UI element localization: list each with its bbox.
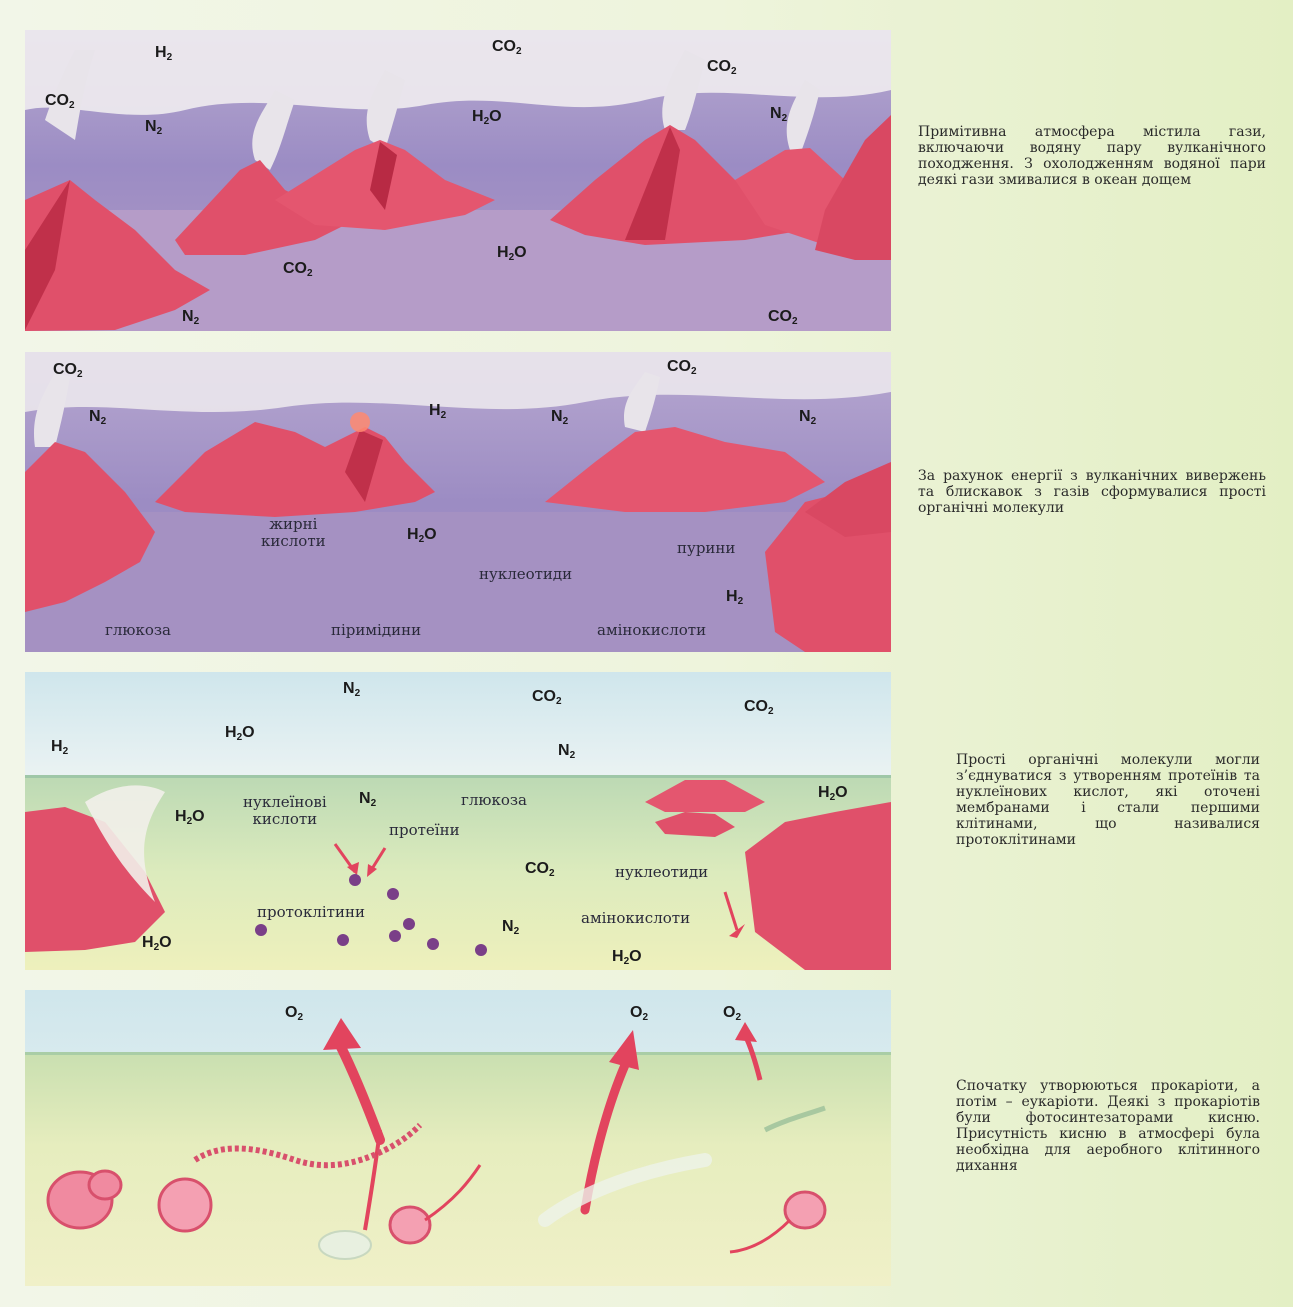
- gas-label-n2: N2: [770, 105, 787, 124]
- gas-label-o2: O2: [285, 1004, 303, 1023]
- gas-label-h2o: H2O: [175, 808, 205, 827]
- panel-organic-molecules: CO2 CO2 N2 H2 N2 N2 H2O H2 жирні кислоти…: [25, 352, 891, 652]
- molecule-label-nucleic-acids: нуклеїнові кислоти: [243, 794, 327, 828]
- gas-label-o2: O2: [630, 1004, 648, 1023]
- gas-label-h2o: H2O: [818, 784, 848, 803]
- gas-label-co2: CO2: [744, 698, 774, 717]
- gas-label-h2o: H2O: [612, 948, 642, 967]
- gas-label-h2o: H2O: [472, 108, 502, 127]
- gas-label-n2: N2: [182, 308, 199, 327]
- cells-oxygen-scene-illustration: [25, 990, 891, 1286]
- gas-label-co2: CO2: [492, 38, 522, 57]
- gas-label-h2o: H2O: [407, 526, 437, 545]
- molecule-label-glucose: глюкоза: [461, 792, 527, 809]
- panel-prokaryotes-eukaryotes: O2 O2 O2: [25, 990, 891, 1286]
- gas-label-co2: CO2: [532, 688, 562, 707]
- molecule-label-pyrimidines: піримідини: [331, 622, 421, 639]
- caption-primitive-atmosphere: Примітивна атмосфера містила гази, включ…: [918, 124, 1266, 188]
- gas-label-h2o: H2O: [497, 244, 527, 263]
- gas-label-h2o: H2O: [142, 934, 172, 953]
- gas-label-h2: H2: [51, 738, 68, 757]
- gas-label-n2: N2: [145, 118, 162, 137]
- gas-label-n2: N2: [551, 408, 568, 427]
- gas-label-co2: CO2: [707, 58, 737, 77]
- gas-label-h2: H2: [726, 588, 743, 607]
- gas-label-h2: H2: [155, 44, 172, 63]
- caption-protocells: Прості органічні молекули могли з’єднува…: [956, 752, 1260, 848]
- molecule-label-glucose: глюкоза: [105, 622, 171, 639]
- gas-label-h2o: H2O: [225, 724, 255, 743]
- panel-primitive-atmosphere: H2 CO2 CO2 N2 H2O CO2 N2 H2O CO2 N2 CO2: [25, 30, 891, 331]
- panel-protocells: N2 CO2 CO2 H2 H2O N2 H2O N2 H2O CO2 N2 H…: [25, 672, 891, 970]
- molecule-label-nucleotides: нуклеотиди: [479, 566, 572, 583]
- gas-label-o2: O2: [723, 1004, 741, 1023]
- caption-organic-molecules: За рахунок енергії з вулканічних виверже…: [918, 468, 1266, 516]
- molecule-label-amino-acids: амінокислоти: [597, 622, 706, 639]
- caption-prokaryotes-eukaryotes: Спочатку утворюються прокаріоти, а потім…: [956, 1078, 1260, 1174]
- gas-label-co2: CO2: [667, 358, 697, 377]
- volcano-scene-illustration: [25, 30, 891, 331]
- gas-label-co2: CO2: [525, 860, 555, 879]
- gas-label-n2: N2: [799, 408, 816, 427]
- molecule-label-nucleotides: нуклеотиди: [615, 864, 708, 881]
- gas-label-co2: CO2: [768, 308, 798, 327]
- molecule-label-protocells: протоклітини: [257, 904, 365, 921]
- gas-label-n2: N2: [89, 408, 106, 427]
- gas-label-n2: N2: [359, 790, 376, 809]
- gas-label-n2: N2: [558, 742, 575, 761]
- gas-label-h2: H2: [429, 402, 446, 421]
- molecule-label-fatty-acids: жирні кислоти: [261, 516, 326, 550]
- gas-label-co2: CO2: [283, 260, 313, 279]
- molecule-label-purines: пурини: [677, 540, 735, 557]
- molecule-label-amino-acids: амінокислоти: [581, 910, 690, 927]
- volcano-lightning-scene-illustration: [25, 352, 891, 652]
- gas-label-n2: N2: [502, 918, 519, 937]
- gas-label-n2: N2: [343, 680, 360, 699]
- gas-label-co2: CO2: [53, 361, 83, 380]
- molecule-label-proteins: протеїни: [389, 822, 460, 839]
- gas-label-co2: CO2: [45, 92, 75, 111]
